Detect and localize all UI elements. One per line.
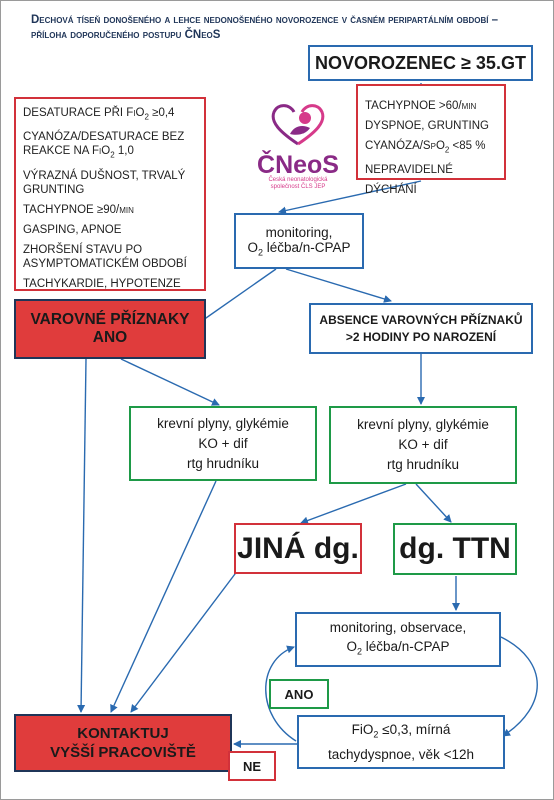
monitoring-line-2: O2 léčba/n-CPAP [247, 239, 351, 258]
logo-name: ČNeoS [257, 151, 339, 179]
monitoring2-box: monitoring, observace, O2 léčba/n-CPAP [295, 612, 501, 667]
labs-right-line-2: KO + dif [398, 437, 448, 452]
criteria-line-2: tachydyspnoe, věk <12h [328, 746, 474, 762]
arrow-labs-left-to-contact [110, 480, 217, 713]
labs-left-box: krevní plyny, glykémie KO + dif rtg hrud… [129, 406, 317, 481]
arrow-warning-to-labs-left [120, 358, 220, 406]
absence-line-2: >2 HODINY PO NAROZENÍ [345, 329, 497, 344]
labs-left-line-2: KO + dif [198, 435, 248, 451]
monitoring2-line-1: monitoring, observace, [329, 619, 467, 635]
baby-heart-icon [271, 104, 325, 146]
ano-label-box: ANO [269, 679, 329, 709]
labs-right-line-1: krevní plyny, glykémie [357, 417, 489, 432]
contact-line-2: VYŠŠÍ PRACOVIŠTĚ [50, 744, 196, 761]
symptom-irregular: NEPRAVIDELNÉ DÝCHÁNÍ [365, 164, 453, 197]
arrow-monitoring2-to-criteria [500, 636, 538, 737]
title-line-1: Dechová tíseň donošeného a lehce nedonoš… [31, 14, 499, 26]
monitoring2-line-2: O2 léčba/n-CPAP [346, 638, 450, 657]
warning-item-desaturation: DESATURACE PŘI FiO2 ≥0,4 [23, 107, 175, 122]
labs-left-line-1: krevní plyny, glykémie [157, 415, 289, 431]
arrow-monitoring-to-warning [195, 268, 277, 326]
warning-item-tachypnoe: TACHYPNOE ≥90/min [23, 203, 134, 216]
absence-box: ABSENCE VAROVNÝCH PŘÍZNAKŮ >2 HODINY PO … [309, 303, 533, 354]
logo-subtitle-2: společnost ČLS JEP [270, 184, 326, 190]
monitoring-line-1: monitoring, [265, 224, 333, 240]
arrow-symptoms-to-monitoring [278, 180, 422, 215]
other-dg-box: JINÁ dg. [234, 523, 362, 574]
warning-yes-line-2: ANO [92, 329, 128, 346]
ne-label-box: NE [228, 751, 276, 781]
contact-line-1: KONTAKTUJ [77, 725, 169, 742]
warning-item-cyanosis: CYANÓZA/DESATURACE BEZ REAKCE NA FiO2 1,… [23, 131, 185, 160]
arrow-warning-to-contact [77, 358, 87, 713]
labs-right-line-3: rtg hrudníku [386, 457, 460, 472]
cneos-logo: ČNeoS Česká neonatologická společnost ČL… [253, 100, 343, 192]
criteria-box: FiO2 ≤0,3, mírná tachydyspnoe, věk <12h [297, 715, 505, 769]
contact-box: KONTAKTUJ VYŠŠÍ PRACOVIŠTĚ [14, 714, 232, 772]
monitoring-box: monitoring, O2 léčba/n-CPAP [234, 213, 364, 269]
symptom-cyanosis: CYANÓZA/SpO2 <85 % [365, 140, 486, 155]
symptoms-box: TACHYPNOE >60/min DYSPNOE, GRUNTING CYAN… [356, 84, 506, 196]
arrow-criteria-to-monitoring2 [265, 645, 297, 742]
arrow-monitoring-to-absence [285, 268, 392, 303]
arrow-other-to-contact [130, 565, 242, 713]
absence-line-1: ABSENCE VAROVNÝCH PŘÍZNAKŮ [319, 312, 523, 327]
warning-yes-box: VAROVNÉ PŘÍZNAKY ANO [14, 299, 206, 359]
warning-yes-line-1: VAROVNÉ PŘÍZNAKY [30, 311, 190, 328]
warning-item-gasping: GASPING, APNOE [23, 223, 122, 236]
arrow-labs-right-to-other [300, 483, 407, 525]
ttn-dg-box: dg. TTN [393, 523, 517, 575]
arrow-labs-right-to-ttn [415, 483, 452, 523]
logo-subtitle-1: Česká neonatologická [268, 177, 328, 183]
warning-list-box: DESATURACE PŘI FiO2 ≥0,4 CYANÓZA/DESATUR… [14, 97, 206, 291]
title-line-2: příloha doporučeného postupu ČNeoS [31, 29, 221, 41]
start-box: NOVOROZENEC ≥ 35.GT [308, 45, 533, 81]
criteria-line-1: FiO2 ≤0,3, mírná [351, 722, 451, 740]
symptom-dyspnoe: DYSPNOE, GRUNTING [365, 120, 489, 132]
labs-left-line-3: rtg hrudníku [186, 455, 260, 471]
labs-right-box: krevní plyny, glykémie KO + dif rtg hrud… [329, 406, 517, 484]
page-title: Dechová tíseň donošeného a lehce nedonoš… [31, 13, 531, 43]
symptom-tachypnoe: TACHYPNOE >60/min [365, 100, 477, 112]
warning-item-dyspnoea: VÝRAZNÁ DUŠNOST, TRVALÝ GRUNTING [23, 169, 186, 196]
warning-item-deterioration: ZHORŠENÍ STAVU PO ASYMPTOMATICKÉM OBDOBÍ [23, 243, 187, 270]
warning-item-tachycardia: TACHYKARDIE, HYPOTENZE [23, 277, 181, 290]
